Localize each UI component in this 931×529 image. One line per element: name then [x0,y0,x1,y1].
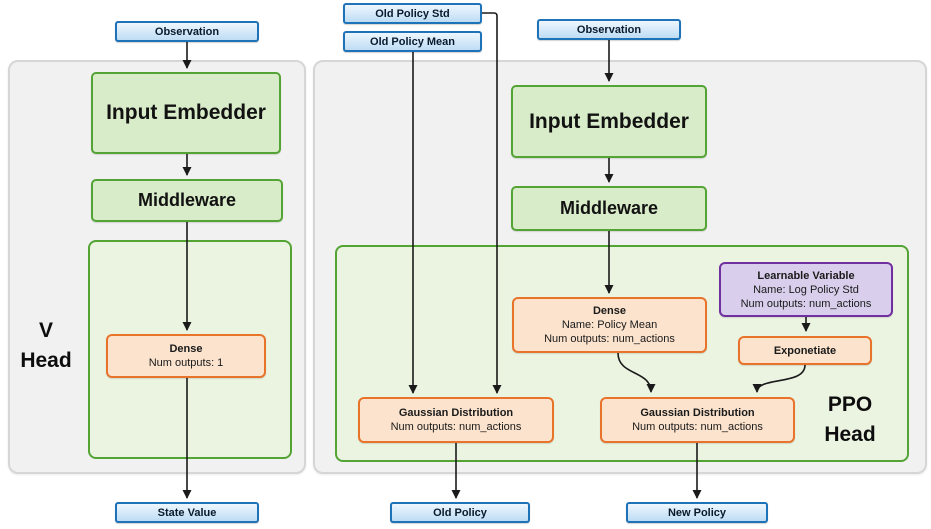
old-policy-mean-label: Old Policy Mean [370,35,455,48]
ppo-middleware-label: Middleware [559,198,659,218]
v-dense-outputs: Num outputs: 1 [148,357,224,369]
ppo-dense-outputs: Num outputs: num_actions [544,333,675,345]
state-value-label: State Value [157,506,217,519]
ppo-dense-name: Name: Policy Mean [561,319,658,331]
state-value-node: State Value [115,502,259,523]
old-policy-node: Old Policy [390,502,530,523]
v-input-embedder-node: Input Embedder [91,72,281,154]
old-policy-label: Old Policy [433,506,487,519]
ppo-dense-policy-mean-node: Dense Name: Policy Mean Num outputs: num… [512,297,707,353]
learnable-variable-node: Learnable Variable Name: Log Policy Std … [719,262,893,317]
v-middleware-node: Middleware [91,179,283,222]
old-policy-std-label: Old Policy Std [375,7,450,20]
ppo-head-title: PPO Head [798,390,902,450]
new-policy-node: New Policy [626,502,768,523]
gaussian-old-outputs: Num outputs: num_actions [390,421,522,433]
exponetiate-label: Exponetiate [773,344,837,357]
v-dense-node: Dense Num outputs: 1 [106,334,266,378]
ppo-middleware-node: Middleware [511,186,707,231]
gaussian-old-title: Gaussian Distribution [398,407,514,419]
learnable-variable-title: Learnable Variable [757,269,855,282]
learnable-variable-outputs: Num outputs: num_actions [740,297,872,310]
v-head-title-line2: Head [20,349,72,372]
ppo-head-title-line1: PPO [827,393,873,416]
gaussian-distribution-old-node: Gaussian Distribution Num outputs: num_a… [358,397,554,443]
ppo-dense-title: Dense [592,305,627,317]
gaussian-new-title: Gaussian Distribution [640,407,755,419]
v-observation-node: Observation [115,21,259,42]
ppo-input-embedder-node: Input Embedder [511,85,707,158]
gaussian-distribution-new-node: Gaussian Distribution Num outputs: num_a… [600,397,795,443]
old-policy-mean-node: Old Policy Mean [343,31,482,52]
old-policy-std-node: Old Policy Std [343,3,482,24]
gaussian-new-outputs: Num outputs: num_actions [632,421,763,433]
v-head-title: V Head [12,316,80,376]
ppo-input-embedder-label: Input Embedder [529,109,689,133]
v-input-embedder-label: Input Embedder [106,101,266,124]
learnable-variable-name: Name: Log Policy Std [753,283,859,296]
exponetiate-node: Exponetiate [738,336,872,365]
v-head-title-line1: V [38,319,53,342]
new-policy-label: New Policy [667,506,727,519]
v-dense-title: Dense [169,343,203,355]
ppo-observation-label: Observation [576,23,642,36]
ppo-head-title-line2: Head [824,423,876,446]
v-observation-label: Observation [154,25,220,38]
v-middleware-label: Middleware [137,190,237,210]
ppo-observation-node: Observation [537,19,681,40]
